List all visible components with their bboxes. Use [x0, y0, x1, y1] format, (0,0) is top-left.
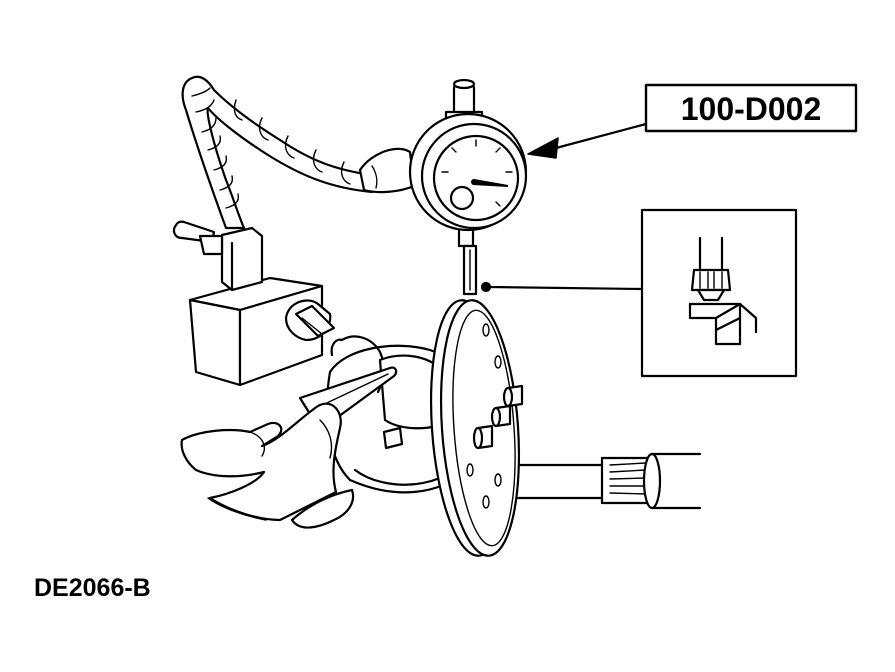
flexible-arm: [181, 75, 416, 230]
callout-arrow-head: [527, 137, 559, 159]
axle-shaft: [496, 452, 702, 510]
part-number-callout: 100-D002: [527, 83, 858, 159]
axle-flange: [429, 299, 524, 557]
magnetic-base: [172, 220, 336, 387]
dial-indicator: [408, 78, 528, 296]
detail-inset: [488, 208, 798, 378]
part-number-label: 100-D002: [681, 91, 822, 127]
figure-id-label: DE2066-B: [34, 574, 151, 602]
hand-holding-bar: [180, 366, 398, 529]
